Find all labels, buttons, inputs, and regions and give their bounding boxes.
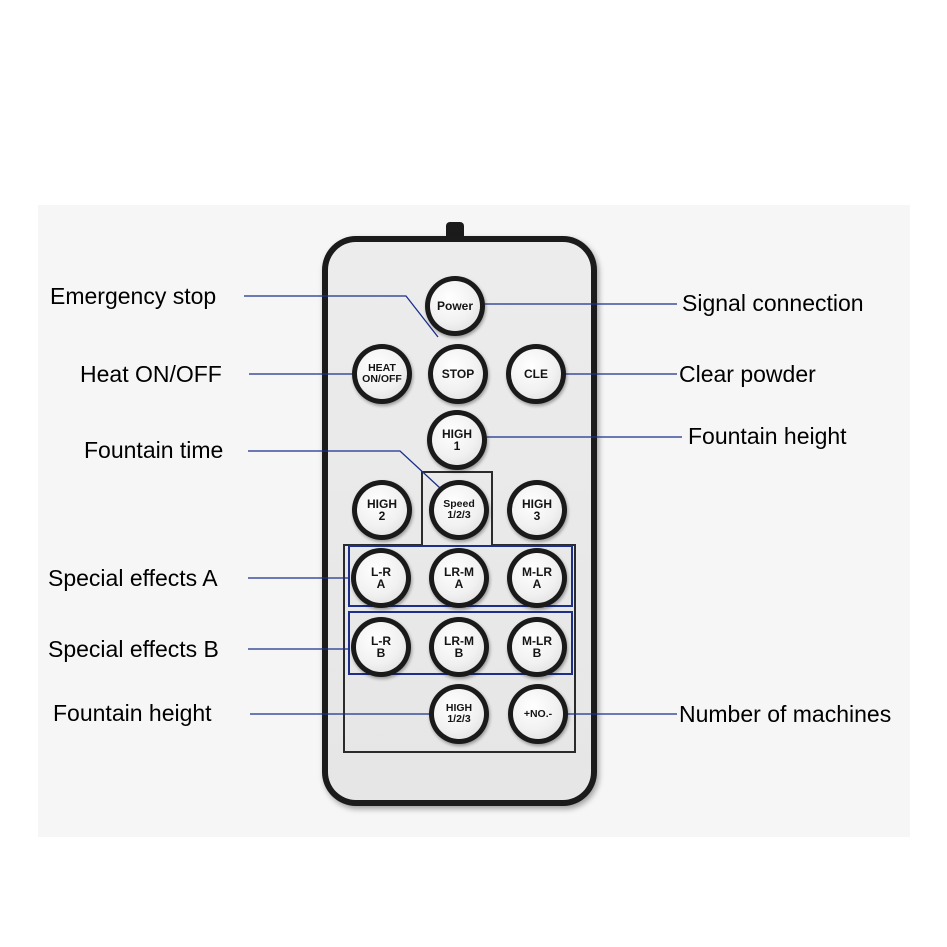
label-fountain-time: Fountain time bbox=[84, 437, 224, 463]
high3-button-label: HIGH 3 bbox=[512, 485, 562, 535]
number-of-machines-button-label: +NO.- bbox=[513, 689, 563, 739]
lrm-b-button[interactable]: LR-M B bbox=[429, 617, 489, 677]
lr-b-button-label: L-R B bbox=[356, 622, 406, 672]
heat-onoff-button[interactable]: HEAT ON/OFF bbox=[352, 344, 412, 404]
label-special-effects-b: Special effects B bbox=[48, 636, 219, 662]
high2-button[interactable]: HIGH 2 bbox=[352, 480, 412, 540]
lr-b-button[interactable]: L-R B bbox=[351, 617, 411, 677]
lr-a-button[interactable]: L-R A bbox=[351, 548, 411, 608]
stop-button[interactable]: STOP bbox=[428, 344, 488, 404]
label-clear-powder: Clear powder bbox=[679, 361, 816, 387]
label-signal-connection: Signal connection bbox=[682, 290, 864, 316]
high2-button-label: HIGH 2 bbox=[357, 485, 407, 535]
number-of-machines-button[interactable]: +NO.- bbox=[508, 684, 568, 744]
cle-button[interactable]: CLE bbox=[506, 344, 566, 404]
high3-button[interactable]: HIGH 3 bbox=[507, 480, 567, 540]
label-fountain-height-left: Fountain height bbox=[53, 700, 212, 726]
high1-button[interactable]: HIGH 1 bbox=[427, 410, 487, 470]
high1-button-label: HIGH 1 bbox=[432, 415, 482, 465]
mlr-b-button-label: M-LR B bbox=[512, 622, 562, 672]
cle-button-label: CLE bbox=[511, 349, 561, 399]
stop-button-label: STOP bbox=[433, 349, 483, 399]
lrm-a-button[interactable]: LR-M A bbox=[429, 548, 489, 608]
label-number-of-machines: Number of machines bbox=[679, 701, 892, 727]
mlr-a-button[interactable]: M-LR A bbox=[507, 548, 567, 608]
high123-button[interactable]: HIGH 1/2/3 bbox=[429, 684, 489, 744]
lrm-a-button-label: LR-M A bbox=[434, 553, 484, 603]
power-button[interactable]: Power bbox=[425, 276, 485, 336]
leader-emergency-stop bbox=[244, 295, 439, 338]
label-emergency-stop: Emergency stop bbox=[50, 283, 217, 309]
label-fountain-height-right: Fountain height bbox=[688, 423, 847, 449]
label-special-effects-a: Special effects A bbox=[48, 565, 218, 591]
heat-onoff-button-label: HEAT ON/OFF bbox=[357, 349, 407, 399]
mlr-b-button[interactable]: M-LR B bbox=[507, 617, 567, 677]
speed-button[interactable]: Speed 1/2/3 bbox=[429, 480, 489, 540]
power-button-label: Power bbox=[430, 281, 480, 331]
lrm-b-button-label: LR-M B bbox=[434, 622, 484, 672]
lr-a-button-label: L-R A bbox=[356, 553, 406, 603]
leader-fountain-time bbox=[248, 450, 441, 489]
remote-antenna bbox=[446, 222, 464, 240]
high123-button-label: HIGH 1/2/3 bbox=[434, 689, 484, 739]
speed-button-label: Speed 1/2/3 bbox=[434, 485, 484, 535]
label-heat-onoff: Heat ON/OFF bbox=[80, 361, 222, 387]
mlr-a-button-label: M-LR A bbox=[512, 553, 562, 603]
